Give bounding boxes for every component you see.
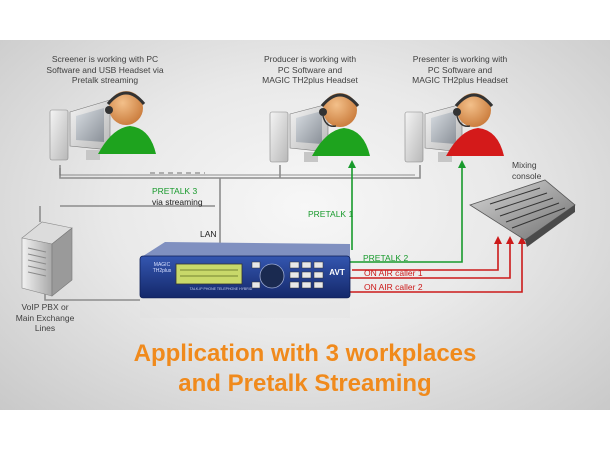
on-air-caller-2-label: ON AIR caller 2	[364, 282, 423, 292]
telephone-hybrid	[139, 242, 351, 318]
presenter-label-line-2: PC Software and	[427, 64, 493, 75]
pretalk1-label: PRETALK 1	[308, 209, 354, 219]
hybrid-model-label: MAGIC TH2plus	[152, 262, 172, 274]
pretalk-lines	[350, 165, 463, 263]
lan-bus-upper	[59, 165, 421, 179]
hybrid-brand-label: AVT	[329, 268, 345, 277]
pretalk-arrows	[348, 160, 466, 168]
producer-label-line-2: PC Software and	[277, 64, 343, 75]
pbx-label-line-1: VoIP PBX or	[21, 302, 69, 312]
on-air-arrows	[494, 236, 526, 244]
pbx-label-line-2: Main Exchange	[15, 312, 75, 323]
pbx-label: VoIP PBX or Main Exchange Lines	[5, 302, 85, 334]
on-air-2-line	[350, 240, 523, 293]
screener-label-line-3: Pretalk streaming	[71, 75, 139, 85]
presenter-label: Presenter is working with PC Software an…	[385, 54, 535, 86]
presenter-person-head	[457, 93, 491, 127]
producer-label-line-3: MAGIC TH2plus Headset	[262, 75, 358, 85]
pbx-server	[21, 221, 73, 297]
on-air-caller-1-label: ON AIR caller 1	[364, 268, 423, 278]
screener-label: Screener is working with PC Software and…	[20, 54, 190, 86]
producer-workstation	[269, 93, 370, 163]
pretalk2-line	[350, 165, 463, 263]
presenter-pc-tower	[404, 111, 424, 163]
producer-person-head	[323, 93, 357, 127]
on-air-lines	[350, 240, 523, 293]
hybrid-lcd	[175, 263, 243, 285]
hybrid-reflection	[140, 298, 350, 318]
pbx-label-line-3: Lines	[34, 323, 56, 333]
diagram-title-line-2: and Pretalk Streaming	[178, 370, 432, 397]
pretalk3-dashes	[150, 172, 205, 179]
screener-person-body	[98, 126, 156, 154]
mixing-console-label-line-2: console	[512, 170, 542, 181]
mixing-console-label: Mixing console	[512, 160, 572, 181]
screener-label-line-2: Software and USB Headset via	[46, 64, 164, 75]
pretalk3-label: PRETALK 3	[152, 186, 198, 196]
hybrid-caption: TALK-IP PHONE TELEPHONE HYBRID	[189, 287, 253, 291]
on-air-1-line	[350, 240, 511, 279]
mixing-console-label-line-1: Mixing	[512, 160, 537, 170]
via-streaming-label: via streaming	[152, 197, 203, 207]
presenter-label-line-1: Presenter is working with	[412, 54, 508, 64]
presenter-label-line-3: MAGIC TH2plus Headset	[412, 75, 508, 85]
lan-label: LAN	[200, 229, 217, 239]
hybrid-keypad	[251, 261, 324, 289]
pretalk2-label: PRETALK 2	[363, 253, 409, 263]
lan-cabling	[39, 165, 421, 301]
screener-workstation	[49, 91, 156, 161]
presenter-workstation	[404, 93, 504, 163]
screener-person-head	[109, 91, 143, 125]
screener-pc-tower	[49, 109, 69, 161]
producer-person-body	[312, 128, 370, 156]
hybrid-jog-wheel	[259, 263, 285, 289]
producer-pc-tower	[269, 111, 289, 163]
producer-label-line-1: Producer is working with	[263, 54, 357, 64]
screener-label-line-1: Screener is working with PC	[51, 54, 159, 64]
mixing-console	[469, 179, 576, 247]
diagram-title-line-1: Application with 3 workplaces	[133, 340, 477, 367]
presenter-person-body	[446, 128, 504, 156]
producer-label: Producer is working with PC Software and…	[235, 54, 385, 86]
